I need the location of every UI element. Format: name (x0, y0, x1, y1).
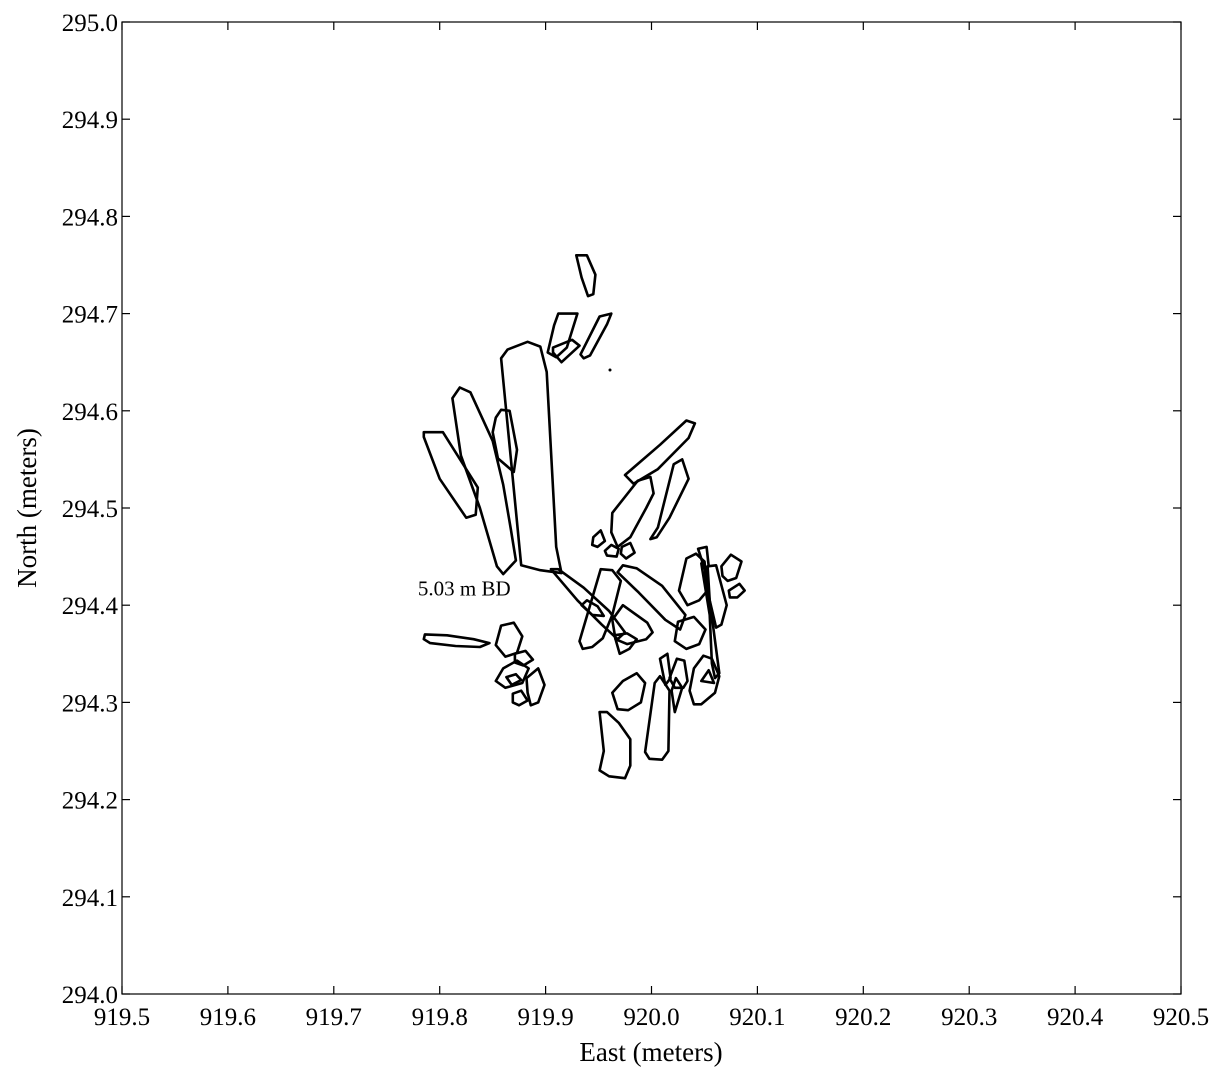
x-tick-label: 920.4 (1047, 1004, 1104, 1031)
rock-outline (727, 582, 747, 599)
rock-outline (578, 567, 623, 651)
x-tick-label: 920.3 (941, 1004, 997, 1031)
rock-outline (525, 667, 546, 707)
y-tick-label: 294.4 (62, 593, 119, 620)
rock-outline (491, 408, 519, 474)
rock-outline (511, 689, 529, 707)
x-tick-label: 919.6 (200, 1004, 256, 1031)
rock-outline (696, 545, 711, 570)
rock-outline (590, 529, 607, 549)
rock-outline (688, 654, 721, 706)
rock-outlines (422, 254, 747, 780)
rock-outline (609, 475, 655, 549)
rock-outline (551, 338, 581, 364)
x-tick-label: 919.7 (306, 1004, 362, 1031)
rock-outline (619, 541, 636, 560)
rock-outline (579, 312, 613, 360)
x-tick-labels: 919.5 919.6 919.7 919.8 919.9 920.0 920.1 920.2… (94, 1004, 1209, 1031)
rock-outline (613, 632, 639, 656)
rock-outline (574, 254, 597, 298)
y-tick-label: 294.5 (62, 496, 118, 523)
rock-outline (643, 674, 671, 762)
axis-ticks (121, 21, 1182, 995)
rock-outline (505, 672, 523, 687)
rock-outline (546, 312, 579, 359)
rock-outline (494, 659, 531, 690)
y-tick-label: 294.9 (62, 107, 118, 134)
rock-outline (499, 340, 563, 575)
stray-point (608, 368, 612, 372)
y-tick-label: 294.0 (62, 982, 118, 1009)
y-axis-title: North (meters) (12, 428, 42, 588)
y-tick-labels: 294.0 294.1 294.2 294.3 294.4 294.5 294.6 294.7… (62, 10, 119, 1009)
rock-outline (623, 419, 697, 486)
y-tick-label: 294.7 (62, 302, 118, 329)
rock-outline (616, 563, 687, 631)
rock-outline (699, 560, 721, 680)
x-tick-label: 919.9 (517, 1004, 573, 1031)
rock-outline (422, 430, 480, 520)
x-tick-label: 919.5 (94, 1004, 150, 1031)
x-tick-label: 919.8 (412, 1004, 468, 1031)
y-tick-label: 294.1 (62, 885, 118, 912)
x-tick-label: 920.5 (1153, 1004, 1209, 1031)
rock-outline (603, 543, 621, 558)
rock-outline (598, 710, 632, 780)
y-tick-label: 294.3 (62, 690, 118, 717)
rock-outline (580, 598, 606, 618)
rock-outline (670, 676, 684, 714)
y-tick-label: 295.0 (62, 10, 118, 37)
rock-outline (610, 603, 654, 646)
rock-outline (649, 458, 690, 541)
rock-outline (422, 633, 491, 649)
x-axis-title: East (meters) (579, 1037, 722, 1067)
rock-outline (668, 657, 689, 690)
x-tick-label: 920.0 (623, 1004, 679, 1031)
y-tick-label: 294.6 (62, 399, 118, 426)
rock-outline (494, 621, 524, 659)
rock-outline (610, 671, 647, 712)
rock-outline (720, 553, 743, 583)
x-tick-label: 920.2 (835, 1004, 891, 1031)
y-tick-label: 294.2 (62, 788, 118, 815)
depth-annotation: 5.03 m BD (418, 577, 511, 601)
rock-outline (673, 615, 707, 651)
rock-outline (513, 649, 535, 667)
rock-outline (699, 668, 716, 685)
plot-frame (121, 21, 1182, 995)
x-tick-label: 920.1 (729, 1004, 785, 1031)
y-tick-label: 294.8 (62, 204, 118, 231)
